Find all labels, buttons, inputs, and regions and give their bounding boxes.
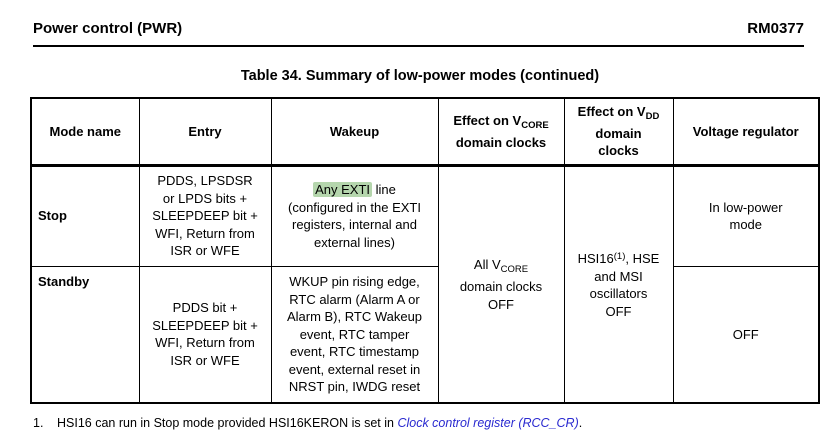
- footnote: 1. HSI16 can run in Stop mode provided H…: [33, 415, 813, 431]
- col-header-wakeup: Wakeup: [270, 97, 439, 167]
- page-header-title: Power control (PWR): [33, 20, 183, 37]
- col-header-vdd-effect: Effect on VDD domain clocks: [563, 97, 674, 167]
- wakeup-stop-text: line (configured in the EXTI registers, …: [288, 182, 421, 250]
- cell-vcore-effect-merged: All VCORE domain clocks OFF: [437, 164, 565, 404]
- col-header-mode-name: Mode name: [30, 97, 140, 167]
- table-row-standby: Standby PDDS bit + SLEEPDEEP bit + WFI, …: [30, 265, 820, 404]
- cell-regulator-stop: In low-power mode: [672, 164, 820, 267]
- cell-vdd-effect-merged: HSI16(1), HSE and MSI oscillators OFF: [563, 164, 674, 404]
- cell-wakeup-stop: Any EXTI line (configured in the EXTI re…: [270, 164, 439, 267]
- search-highlight: Any EXTI: [313, 182, 373, 197]
- cell-entry-standby: PDDS bit + SLEEPDEEP bit + WFI, Return f…: [138, 265, 272, 404]
- vdd-effect-text: HSI16: [577, 251, 614, 267]
- page-header-doc-id: RM0377: [747, 20, 804, 37]
- vcore-effect-text: All V: [473, 256, 501, 272]
- col-header-entry: Entry: [138, 97, 272, 167]
- col-header-voltage-regulator: Voltage regulator: [672, 97, 820, 167]
- vdd-header-text-rest: domain clocks: [595, 126, 642, 159]
- page-header: Power control (PWR) RM0377: [33, 20, 804, 47]
- col-header-vcore-effect: Effect on VCORE domain clocks: [437, 97, 565, 167]
- footnote-text-before-link: HSI16 can run in Stop mode provided HSI1…: [57, 416, 398, 430]
- table-title: Table 34. Summary of low-power modes (co…: [240, 68, 600, 84]
- low-power-modes-table: Mode name Entry Wakeup Effect on VCORE d…: [30, 97, 820, 404]
- cell-wakeup-standby: WKUP pin rising edge, RTC alarm (Alarm A…: [270, 265, 439, 404]
- vdd-subscript: DD: [645, 111, 660, 123]
- rcc-cr-register-link[interactable]: Clock control register (RCC_CR): [397, 416, 579, 430]
- vcore-effect-subscript: CORE: [500, 263, 529, 275]
- vdd-header-text: Effect on V: [577, 104, 646, 120]
- table-header-row: Mode name Entry Wakeup Effect on VCORE d…: [30, 97, 820, 167]
- vcore-header-text: Effect on V: [453, 112, 522, 128]
- footnote-number: 1.: [33, 416, 44, 430]
- footnote-text-after-link: .: [578, 416, 583, 430]
- table-row-stop: Stop PDDS, LPSDSR or LPDS bits + SLEEPDE…: [30, 164, 820, 404]
- cell-mode-stop: Stop: [30, 164, 140, 267]
- vcore-effect-text-rest: domain clocks OFF: [459, 279, 543, 312]
- vcore-header-text-rest: domain clocks: [455, 134, 547, 150]
- footnote-text: HSI16 can run in Stop mode provided HSI1…: [57, 415, 582, 431]
- vcore-subscript: CORE: [521, 119, 549, 131]
- cell-entry-stop: PDDS, LPSDSR or LPDS bits + SLEEPDEEP bi…: [138, 164, 272, 267]
- cell-mode-standby: Standby: [30, 265, 140, 404]
- footnote-ref-superscript: (1): [613, 251, 626, 263]
- vdd-effect-text-rest: , HSE and MSI oscillators OFF: [589, 251, 660, 319]
- cell-regulator-standby: OFF: [672, 265, 820, 404]
